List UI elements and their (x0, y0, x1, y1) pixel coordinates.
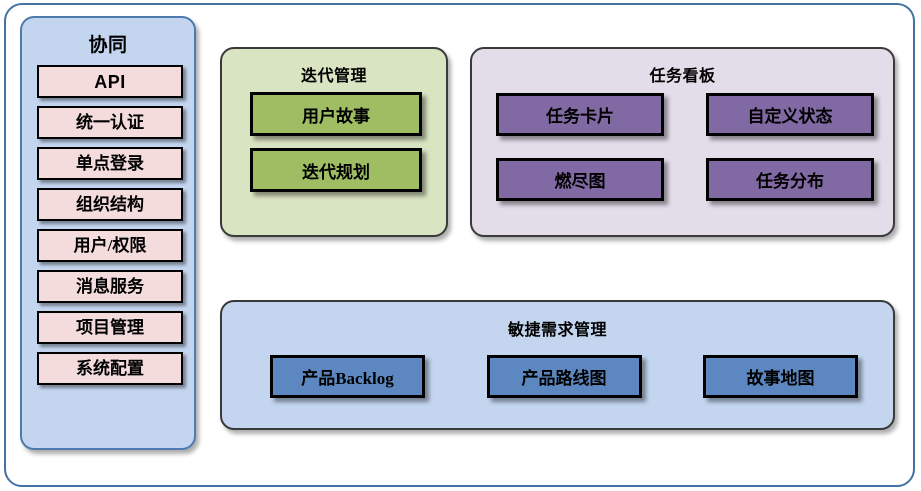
agile-item-product-roadmap[interactable]: 产品路线图 (486, 355, 642, 398)
task-item-custom-status[interactable]: 自定义状态 (706, 93, 874, 136)
agile-item-list: 产品Backlog 产品路线图 故事地图 (270, 355, 858, 398)
group-agile-requirements[interactable]: 敏捷需求管理 产品Backlog 产品路线图 故事地图 (220, 300, 895, 430)
collab-item-single-sign-on[interactable]: 单点登录 (37, 147, 183, 180)
group-iteration-title: 迭代管理 (300, 68, 367, 85)
collab-item-system-config[interactable]: 系统配置 (37, 352, 183, 385)
iteration-item-user-story[interactable]: 用户故事 (250, 92, 422, 136)
outer-frame (4, 3, 915, 487)
task-item-burndown-chart[interactable]: 燃尽图 (496, 158, 664, 201)
agile-item-story-map[interactable]: 故事地图 (703, 355, 858, 398)
task-board-item-list: 任务卡片 自定义状态 燃尽图 任务分布 (496, 93, 874, 201)
collab-item-api[interactable]: API (37, 65, 183, 98)
task-item-task-distribution[interactable]: 任务分布 (706, 158, 874, 201)
iteration-item-iteration-planning[interactable]: 迭代规划 (250, 148, 422, 192)
collab-item-org-structure[interactable]: 组织结构 (37, 188, 183, 221)
group-iteration-management[interactable]: 迭代管理 用户故事 迭代规划 (220, 47, 448, 237)
agile-item-product-backlog[interactable]: 产品Backlog (270, 355, 425, 398)
collab-item-unified-auth[interactable]: 统一认证 (37, 106, 183, 139)
group-collaboration-title: 协同 (88, 35, 128, 56)
group-agile-requirements-title: 敏捷需求管理 (507, 322, 607, 339)
collab-item-project-management[interactable]: 项目管理 (37, 311, 183, 344)
group-collaboration[interactable]: 协同 API 统一认证 单点登录 组织结构 用户/权限 消息服务 项目管理 系统… (20, 16, 196, 450)
collab-item-message-service[interactable]: 消息服务 (37, 270, 183, 303)
task-item-task-card[interactable]: 任务卡片 (496, 93, 664, 136)
collab-item-user-permission[interactable]: 用户/权限 (37, 229, 183, 262)
iteration-item-list: 用户故事 迭代规划 (250, 92, 422, 204)
collaboration-item-list: API 统一认证 单点登录 组织结构 用户/权限 消息服务 项目管理 系统配置 (37, 65, 183, 393)
group-task-board-title: 任务看板 (649, 68, 716, 85)
group-task-board[interactable]: 任务看板 任务卡片 自定义状态 燃尽图 任务分布 (470, 47, 895, 237)
